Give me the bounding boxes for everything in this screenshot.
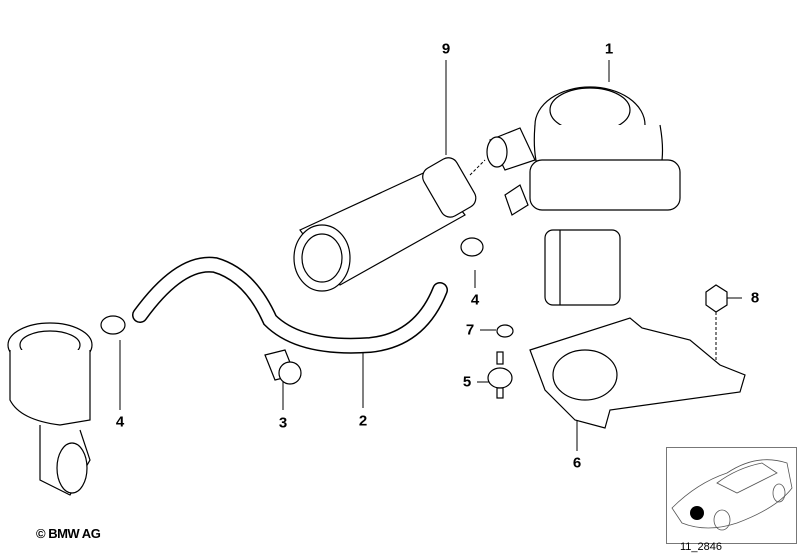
callout-7: 7	[465, 321, 475, 339]
callout-8: 8	[750, 289, 760, 307]
callout-9: 9	[441, 40, 451, 58]
callout-3: 3	[278, 414, 288, 432]
nut-part-8	[705, 284, 728, 313]
hose-part-9	[293, 157, 477, 292]
callout-5: 5	[462, 373, 472, 391]
location-marker	[690, 506, 704, 520]
diagram-code: 11_2846	[680, 541, 723, 553]
car-outline-icon	[671, 459, 793, 531]
air-pump-part-1	[486, 86, 681, 306]
bracket-part-6	[529, 317, 746, 429]
callout-4: 4	[470, 291, 480, 309]
nut-part-7	[496, 324, 514, 338]
rubber-mount-part-5	[487, 351, 513, 399]
callout-6: 6	[572, 454, 582, 472]
callout-4-left: 4	[115, 413, 125, 431]
copyright-text: © BMW AG	[36, 526, 101, 541]
callout-1: 1	[604, 40, 614, 58]
hose-clamp-part-4	[100, 237, 484, 335]
leader-lines	[119, 60, 742, 451]
valve-left	[7, 322, 93, 496]
grommet-part-3	[264, 349, 302, 385]
vehicle-locator-inset	[666, 447, 797, 544]
callout-2: 2	[358, 412, 368, 430]
